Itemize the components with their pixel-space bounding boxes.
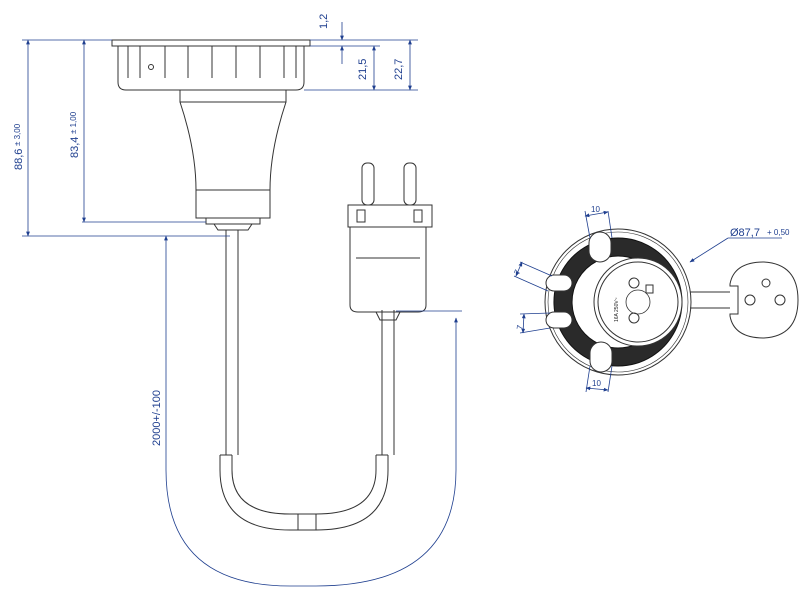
plug-side (347, 162, 433, 321)
collar-ribs (127, 46, 297, 78)
slot-left-upper (545, 274, 573, 292)
outer-ring (544, 228, 692, 376)
dim-rim: 22,7 (393, 59, 405, 80)
cable-length-arc (164, 235, 458, 587)
collar-screw (148, 64, 154, 70)
body-base (205, 217, 261, 225)
dim-diameter: Ø87,7 (730, 227, 760, 239)
socket-mark-box (645, 284, 654, 294)
dim-flange: 21,5 (357, 59, 369, 80)
side-view (111, 39, 433, 531)
socket-earth-hole (628, 277, 640, 289)
body-neck (179, 89, 287, 103)
dim-diameter-tol: + 0,50 (767, 228, 790, 237)
top-view (544, 228, 799, 376)
socket-pin-hole (628, 312, 640, 324)
dim-body-height-group: 83,4 ± 1,00 (69, 111, 81, 158)
dim-slot-bottom: 10 (592, 379, 601, 388)
dim-top-gap: 1,2 (318, 14, 330, 29)
socket-face (593, 257, 683, 347)
dim-total-height: 88,6 (13, 149, 25, 170)
dim-slot-left-upper: 7 (512, 268, 522, 276)
side-dimensions (22, 22, 462, 587)
top-flange (111, 39, 311, 47)
dim-slot-top: 10 (591, 205, 600, 214)
tapered-body (179, 101, 287, 219)
dim-total-height-group: 88,6 ± 3,00 (13, 123, 25, 170)
slot-bottom (589, 341, 613, 373)
ribbed-collar (117, 46, 305, 91)
slot-top (588, 231, 612, 263)
dim-body-height-tol: ± 1,00 (69, 111, 78, 134)
plug-pin-2 (774, 294, 786, 306)
cable-clip (297, 513, 317, 531)
dim-slot-left-lower: 7 (515, 324, 525, 330)
plug-face (729, 261, 799, 339)
dim-body-height: 83,4 (69, 137, 81, 158)
plug-earth (761, 278, 771, 288)
dim-total-height-tol: ± 3,00 (13, 123, 22, 146)
top-dimensions (513, 210, 782, 393)
slot-left-lower (545, 311, 573, 329)
socket-rating: 16A 250V~ (614, 297, 620, 322)
dim-cable-length: 2000+/-100 (151, 390, 163, 446)
plug-pin-1 (744, 294, 756, 306)
